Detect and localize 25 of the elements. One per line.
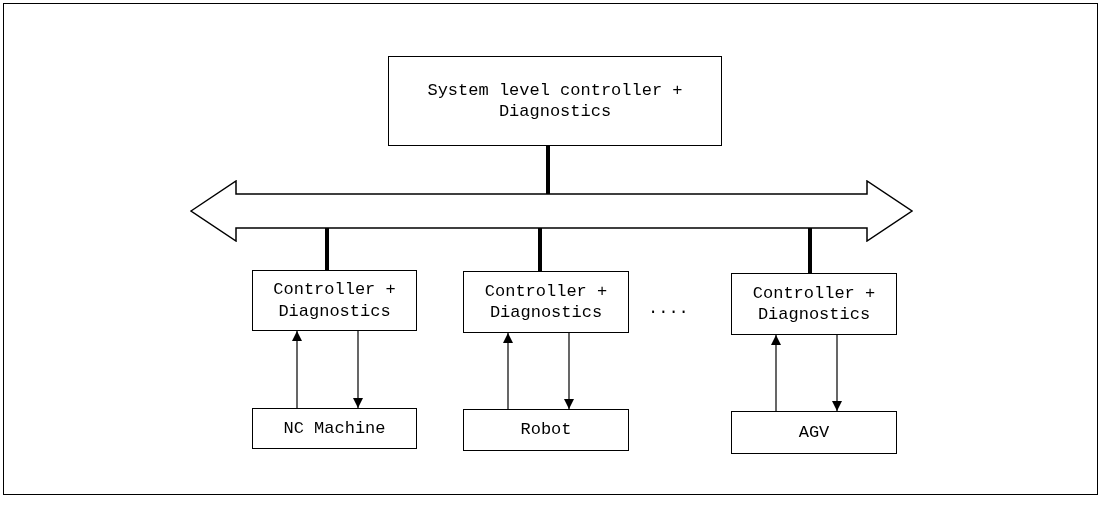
arrow (832, 334, 842, 412)
process-box (731, 411, 897, 454)
connector-line (325, 228, 329, 270)
box-label: System level controller + Diagnostics (426, 79, 684, 123)
box-label: Controller + Diagnostics (272, 279, 397, 322)
box-label: Robot (519, 419, 573, 441)
connector-line (808, 228, 812, 273)
process-box (463, 271, 629, 333)
arrow (503, 332, 513, 410)
connector-line (546, 146, 550, 194)
system-controller-box (388, 56, 722, 146)
arrow (353, 330, 363, 409)
connector-line (538, 228, 542, 271)
box-label: Controller + Diagnostics (751, 282, 877, 326)
process-box (252, 408, 417, 449)
arrow (771, 334, 781, 412)
process-box (731, 273, 897, 335)
box-label: AGV (797, 421, 831, 444)
process-box (463, 409, 629, 451)
box-label: Controller + Diagnostics (483, 280, 609, 324)
arrow (564, 332, 574, 410)
arrow (292, 330, 302, 409)
ellipsis-label: .... (648, 298, 689, 320)
process-box (252, 270, 417, 331)
box-label: NC Machine (282, 417, 387, 440)
